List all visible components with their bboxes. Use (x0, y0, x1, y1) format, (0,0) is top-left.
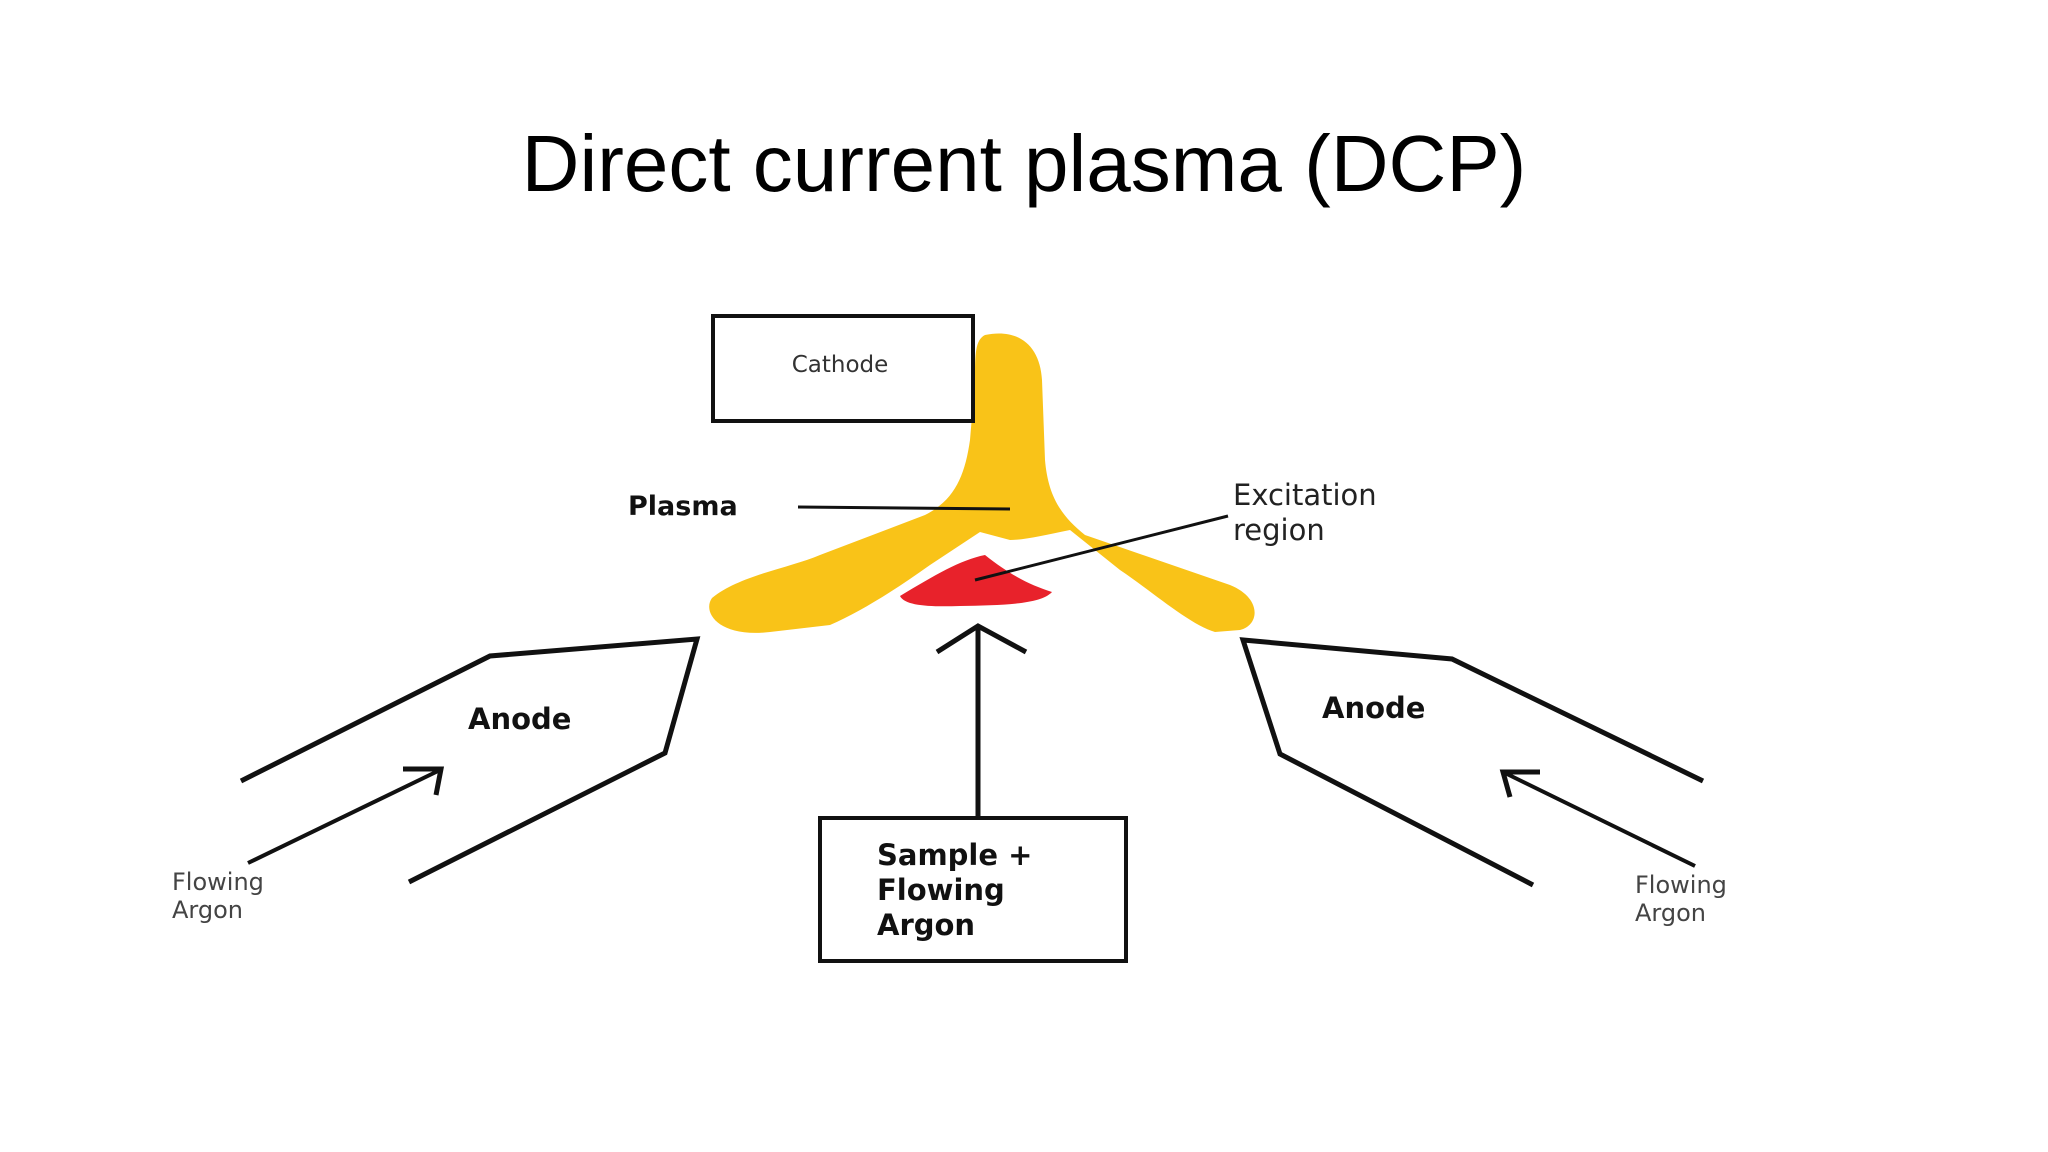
argon-left-label-line2: Argon (172, 896, 243, 924)
slide-title: Direct current plasma (DCP) (521, 119, 1527, 208)
excitation-label-line2: region (1233, 513, 1325, 547)
anode-left-label: Anode (468, 702, 571, 736)
cathode-box (711, 314, 975, 423)
plasma-body (709, 333, 1255, 633)
plasma-leader-line (797, 505, 1011, 511)
argon-right-label-line2: Argon (1635, 899, 1706, 927)
argon-left-arrow (247, 766, 445, 865)
argon-right-arrow (1499, 769, 1696, 868)
argon-left-label-line1: Flowing (172, 868, 264, 896)
sample-box (818, 816, 1128, 963)
excitation-label-line1: Excitation (1233, 478, 1377, 512)
anode-right-label: Anode (1322, 691, 1425, 725)
plasma-label: Plasma (628, 491, 738, 522)
sample-label-line3: Argon (877, 908, 975, 942)
argon-right-label-line1: Flowing (1635, 871, 1727, 899)
plasma-shape (709, 333, 1255, 633)
anode-right-outline (1239, 637, 1705, 888)
excitation-leader-line (974, 514, 1229, 582)
sample-label-line2: Flowing (877, 873, 1005, 907)
sample-label-line1: Sample + (877, 838, 1032, 872)
sample-arrow (935, 623, 1028, 818)
cathode-label: Cathode (792, 352, 889, 378)
anode-left-outline (239, 636, 701, 885)
